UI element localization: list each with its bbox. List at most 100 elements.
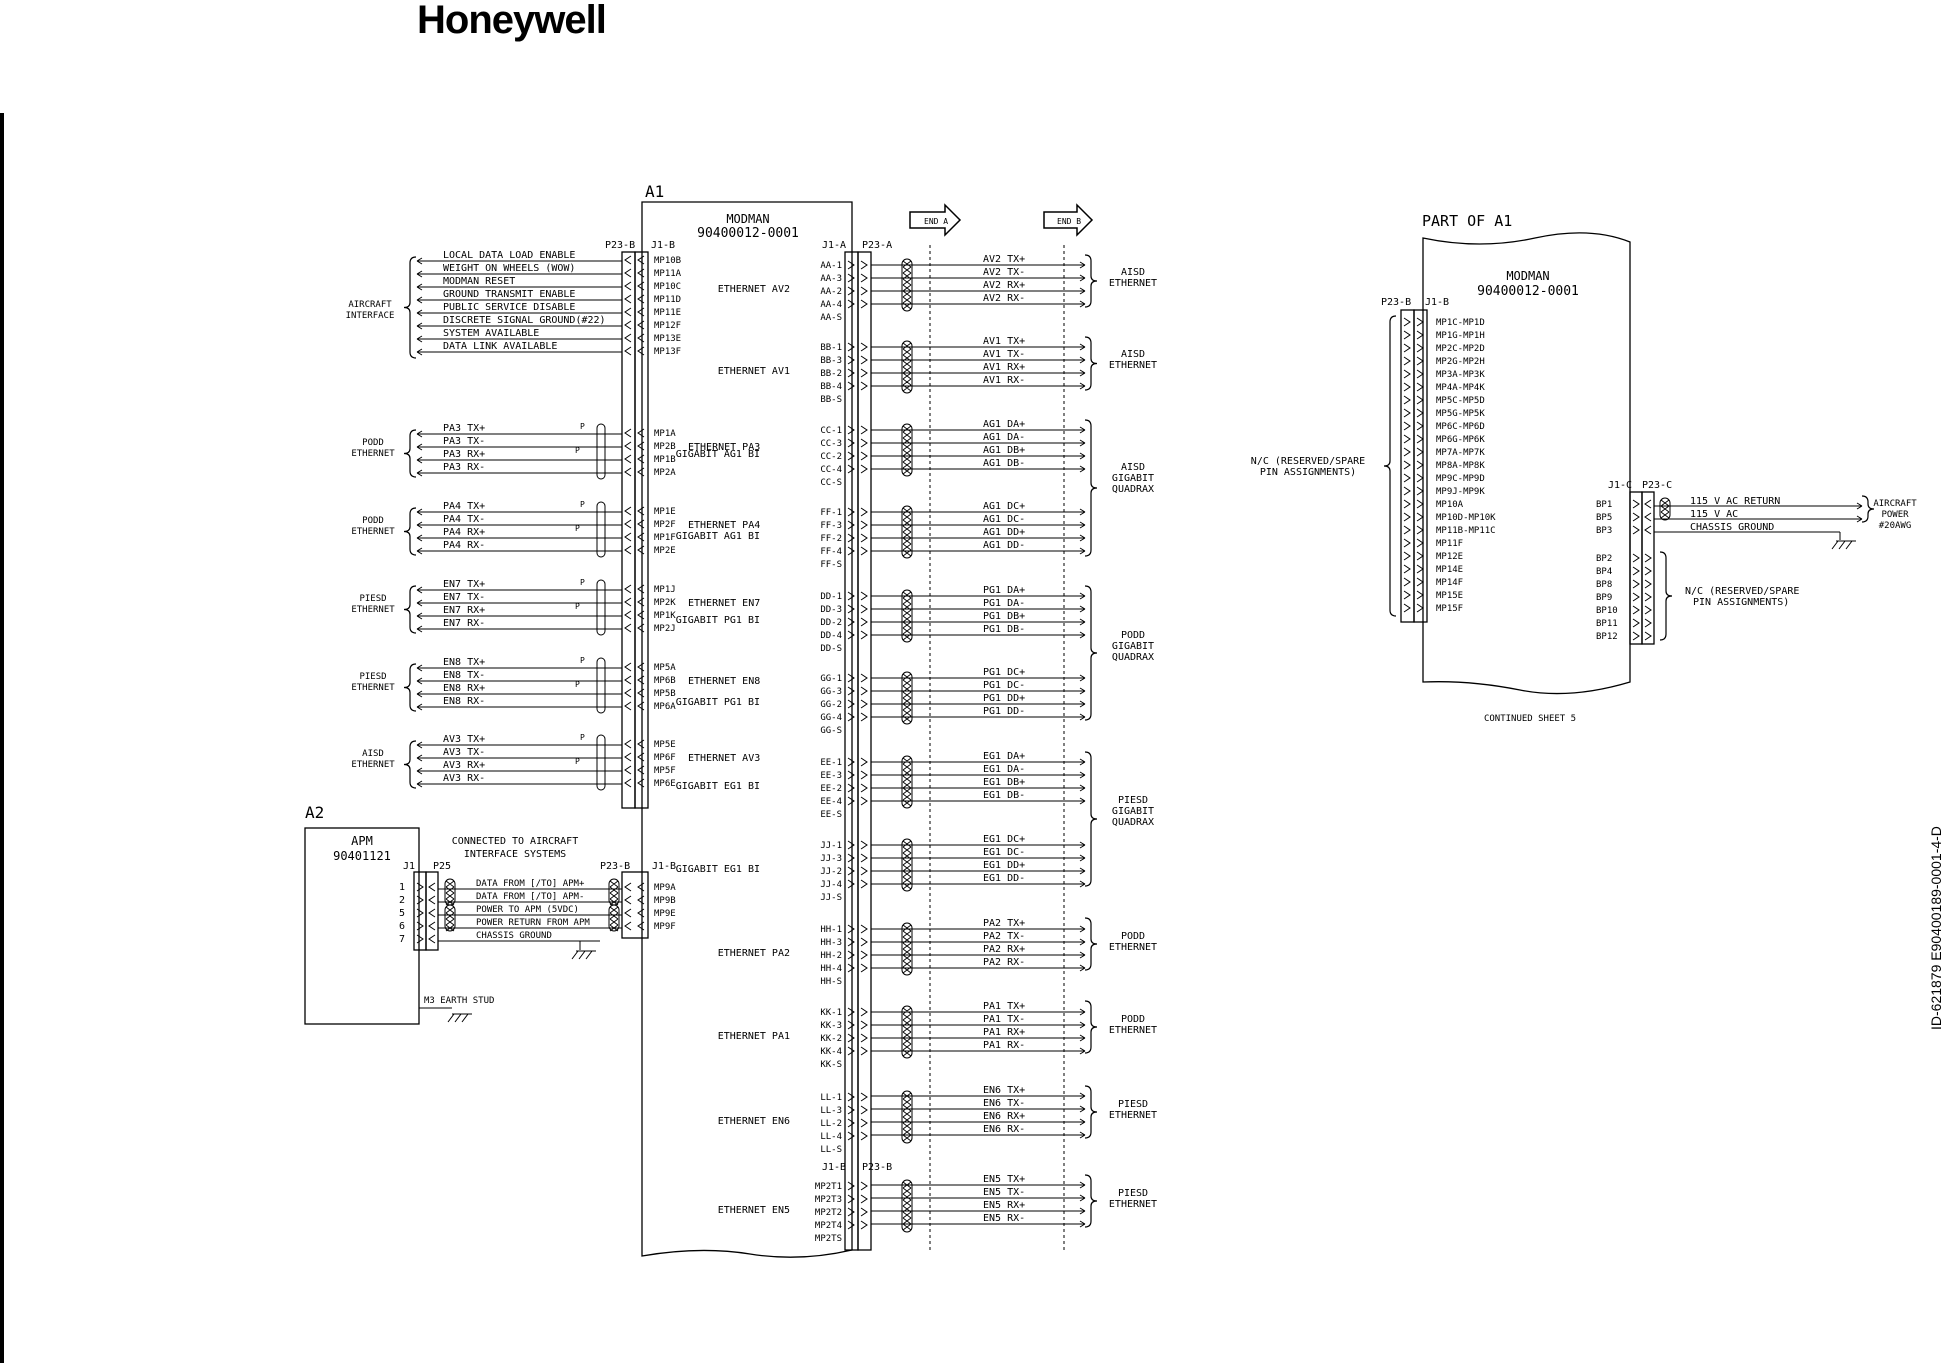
connector-pin-chevron: [1416, 551, 1424, 561]
right-group-pin: MP2T4: [815, 1221, 842, 1231]
left-group-pin: MP6F: [654, 753, 676, 763]
destination-label: GIGABIT: [1112, 806, 1154, 817]
shield-p-marker: P: [580, 733, 585, 742]
end-a-label: END A: [924, 217, 948, 226]
connector-pin-chevron: [637, 346, 645, 356]
right-group-twisted-pair-shield: [901, 671, 913, 725]
connector-pin-chevron: [624, 688, 632, 698]
left-group-signal: EN7 RX-: [443, 618, 485, 629]
a2-note: CONNECTED TO AIRCRAFT: [452, 836, 578, 847]
wire-arrow: [416, 456, 423, 464]
shield-p-marker: P: [575, 524, 580, 533]
right-group-pin: GG-1: [820, 674, 842, 684]
part-a1-pin: MP14F: [1436, 578, 1463, 588]
left-group-pin: MP2B: [654, 442, 676, 452]
apm-pin-number: 5: [399, 908, 405, 919]
part-a1-pin: MP11F: [1436, 539, 1463, 549]
right-group-pin: EE-1: [820, 758, 842, 768]
right-group-label: ETHERNET PA1: [718, 1031, 790, 1042]
connector-pin-chevron: [847, 1033, 855, 1043]
connector-pin-chevron: [624, 662, 632, 672]
wire-arrow: [1079, 925, 1086, 933]
left-group-pin: MP1J: [654, 585, 676, 595]
apm-twisted-pair-shield: [444, 904, 456, 932]
connector-pin-chevron: [847, 425, 855, 435]
left-group-pin: MP1B: [654, 455, 676, 465]
connector-pin-chevron: [847, 630, 855, 640]
right-group-twisted-pair-shield: [901, 922, 913, 976]
connector-pin-chevron: [1416, 499, 1424, 509]
connector-pin-chevron: [624, 307, 632, 317]
connector-pin-chevron: [1632, 592, 1640, 602]
wire-arrow: [1079, 700, 1086, 708]
connector-pin-chevron: [847, 686, 855, 696]
apm-pin-number: 6: [399, 921, 405, 932]
right-group-signal: AV2 TX+: [983, 254, 1025, 265]
right-group-signal: EN5 RX-: [983, 1213, 1025, 1224]
power-dest-label: AIRCRAFT: [1873, 499, 1917, 509]
left-connector-j: [634, 251, 649, 809]
connector-pin-chevron: [847, 1105, 855, 1115]
connector-pin-chevron: [860, 425, 868, 435]
connector-pin-chevron: [1403, 577, 1411, 587]
part-a1-pin: MP3A-MP3K: [1436, 370, 1485, 380]
part-a1-pin: MP6C-MP6D: [1436, 422, 1485, 432]
destination-label: PODD: [1121, 1014, 1145, 1025]
connector-pin-chevron: [860, 451, 868, 461]
right-group-pin: HH-2: [820, 951, 842, 961]
left-group-shield: [596, 579, 606, 636]
connector-pin-chevron: [624, 584, 632, 594]
connector-pin-chevron: [847, 1194, 855, 1204]
connector-pin-chevron: [860, 783, 868, 793]
left-group-signal: PA4 RX-: [443, 540, 485, 551]
a1-conn-right-p: P23-A: [862, 240, 892, 251]
connector-pin-chevron: [1403, 343, 1411, 353]
left-group-signal: PA3 RX+: [443, 449, 485, 460]
wire-arrow: [1079, 1220, 1086, 1228]
right-group-label: GIGABIT EG1 BI: [676, 781, 760, 792]
left-group-pin: MP2F: [654, 520, 676, 530]
shield-p-marker: P: [575, 680, 580, 689]
continued-sheet-label: CONTINUED SHEET 5: [1484, 714, 1576, 724]
connector-pin-chevron: [860, 796, 868, 806]
part-a1-nc-label: PIN ASSIGNMENTS): [1260, 467, 1356, 478]
wire-arrow: [1079, 369, 1086, 377]
connector-pin-chevron: [1403, 525, 1411, 535]
connector-pin-chevron: [847, 533, 855, 543]
connector-pin-chevron: [428, 882, 436, 892]
connector-pin-chevron: [428, 934, 436, 944]
end-a-arrow: [909, 203, 962, 237]
connector-pin-chevron: [637, 701, 645, 711]
connector-pin-chevron: [860, 260, 868, 270]
left-group-mid-label: ETHERNET EN8: [688, 676, 760, 687]
spare-pin: BP12: [1596, 632, 1618, 642]
part-a1-pin: MP11B-MP11C: [1436, 526, 1496, 536]
connector-pin-chevron: [860, 355, 868, 365]
connector-pin-chevron: [1644, 566, 1652, 576]
wire-arrow: [1079, 426, 1086, 434]
left-group-shield: [596, 734, 606, 791]
connector-pin-chevron: [637, 765, 645, 775]
apm-pin-number: 7: [399, 934, 405, 945]
right-group-pin: FF-2: [820, 534, 842, 544]
right-group-signal: AV1 TX-: [983, 349, 1025, 360]
connector-pin-chevron: [1403, 356, 1411, 366]
destination-brace: [1084, 1000, 1098, 1054]
apm-mod-pin: MP9E: [654, 909, 676, 919]
wire-arrow: [1079, 1008, 1086, 1016]
connector-pin-chevron: [860, 591, 868, 601]
page-edge-bar: [0, 113, 4, 1363]
connector-pin-chevron: [1403, 421, 1411, 431]
connector-pin-chevron: [637, 895, 645, 905]
left-group-signal: EN8 TX-: [443, 670, 485, 681]
spare-pin: BP8: [1596, 580, 1612, 590]
connector-pin-chevron: [1632, 499, 1640, 509]
wire-arrow: [1079, 880, 1086, 888]
right-group-label: GIGABIT AG1 BI: [676, 531, 760, 542]
connector-pin-chevron: [860, 699, 868, 709]
right-group-pin: CC-3: [820, 439, 842, 449]
wire-arrow: [1079, 521, 1086, 529]
wire-arrow: [1079, 439, 1086, 447]
connector-pin-chevron: [860, 1131, 868, 1141]
brand-logo: Honeywell: [417, 0, 607, 42]
